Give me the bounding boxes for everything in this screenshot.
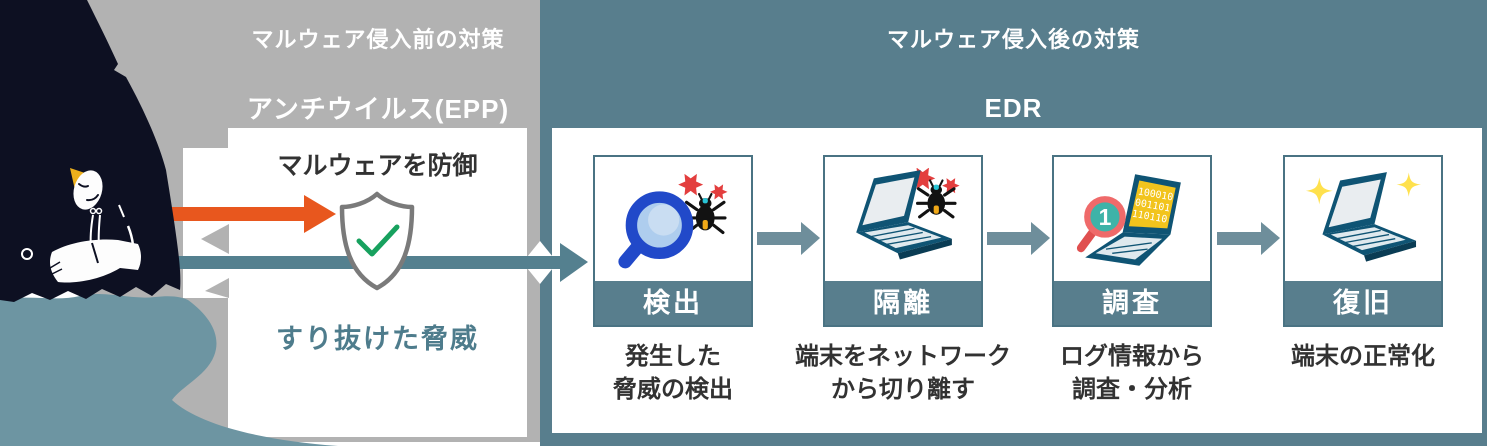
epp-box-title: マルウェアを防御: [277, 152, 478, 180]
step-description-investigate: ログ情報から 調査・分析: [1060, 343, 1204, 403]
step-card-detect: 検出: [593, 155, 753, 327]
post-section-header: マルウェア侵入後の対策: [886, 27, 1140, 52]
laptop-sparkle-icon: [1305, 172, 1421, 262]
step-label: 検出: [595, 281, 751, 325]
bypass-threat-label: すり抜けた脅威: [276, 324, 479, 354]
pre-section-header: マルウェア侵入前の対策: [251, 27, 505, 52]
step-description-recover: 端末の正常化: [1291, 343, 1435, 370]
antivirus-epp-label: アンチウイルス(EPP): [246, 94, 510, 124]
step-description-isolate: 端末をネットワーク から切り離す: [795, 343, 1011, 403]
step-card-recover: 復旧: [1283, 155, 1443, 327]
laptop-log-magnifier-icon: 100010 001101 110110 1: [1076, 174, 1181, 266]
step-label: 調査: [1054, 281, 1210, 325]
step-card-investigate: 100010 001101 110110 1 調査: [1052, 155, 1212, 327]
step-label: 復旧: [1285, 281, 1441, 325]
step-description-detect: 発生した 脅威の検出: [613, 343, 733, 403]
edr-label: EDR: [984, 93, 1043, 123]
step-card-isolate: 隔離: [823, 155, 983, 327]
magnifier-digit: 1: [1099, 204, 1112, 230]
laptop-bug-icon: [856, 168, 960, 260]
step-label: 隔離: [825, 281, 981, 325]
magnifier-bug-icon: [618, 173, 728, 269]
